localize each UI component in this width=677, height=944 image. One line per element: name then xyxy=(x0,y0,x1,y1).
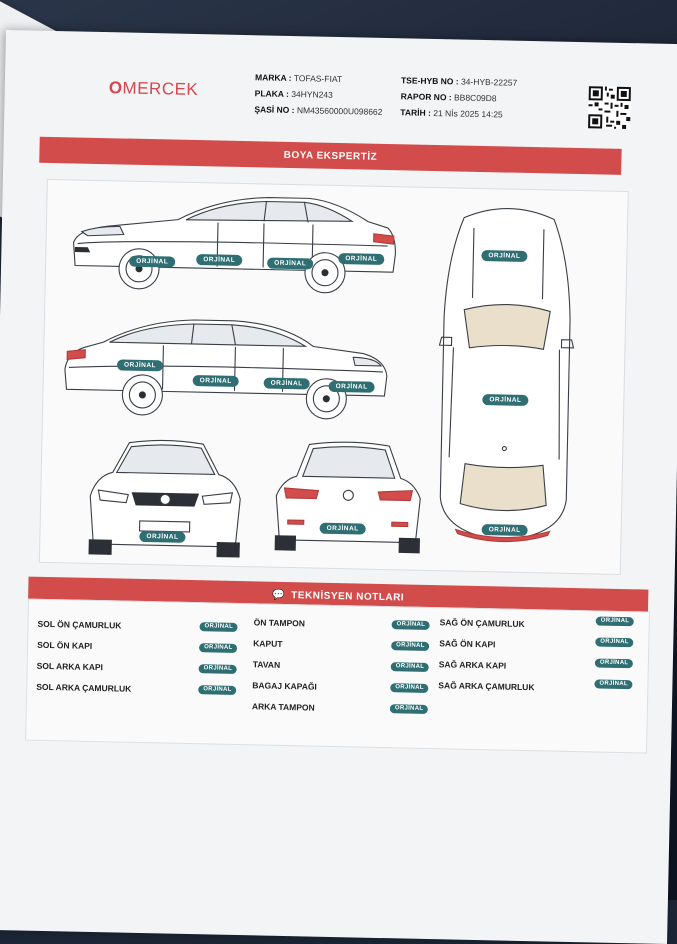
teknisyen-notlari-title: TEKNİSYEN NOTLARI xyxy=(291,589,405,603)
sasi-value: NM43560000U098662 xyxy=(296,105,383,117)
note-label-sol-arka-camurluk: SOL ARKA ÇAMURLUK xyxy=(36,681,132,694)
status-badge: ORJİNAL xyxy=(391,641,430,652)
header-left-block: MARKA : TOFAS-FIAT PLAKA : 34HYN243 ŞASİ… xyxy=(254,69,383,120)
status-badge: ORJİNAL xyxy=(594,679,633,690)
note-label-sag-arka-kapi: SAĞ ARKA KAPI xyxy=(438,659,507,671)
qr-code-icon xyxy=(588,86,631,130)
note-label-on-tampon: ÖN TAMPON xyxy=(253,617,306,629)
status-badge: ORJİNAL xyxy=(390,662,430,673)
plaka-label: PLAKA : xyxy=(254,88,289,99)
boya-ekspertiz-bar: BOYA EKSPERTİZ xyxy=(39,136,622,175)
status-badge: ORJİNAL xyxy=(198,685,237,695)
note-label-sol-on-kapi: SOL ÖN KAPI xyxy=(37,639,93,651)
tag-right-front-fender: ORJİNAL xyxy=(116,359,164,372)
header-right-block: TSE-HYB NO : 34-HYB-22257 RAPOR NO : BB8… xyxy=(400,72,517,122)
note-label-bagaj-kapagi: BAGAJ KAPAĞI xyxy=(252,680,317,692)
tse-value: 34-HYB-22257 xyxy=(460,76,518,88)
status-badge: ORJİNAL xyxy=(389,704,429,714)
status-badge: ORJİNAL xyxy=(594,658,634,669)
status-badge: ORJİNAL xyxy=(595,616,635,627)
note-label-tavan: TAVAN xyxy=(252,659,281,670)
note-label-kaput: KAPUT xyxy=(253,638,283,649)
tag-trunk-lid: ORJİNAL xyxy=(481,524,528,537)
note-label-sag-arka-camurluk: SAĞ ARKA ÇAMURLUK xyxy=(438,680,535,693)
chat-icon: 💬 xyxy=(272,589,286,601)
report-page: OMERCEK MARKA : TOFAS-FIAT PLAKA : 34HYN… xyxy=(20,38,650,754)
tag-front-bumper: ORJİNAL xyxy=(139,530,186,543)
car-right-side-view xyxy=(64,319,388,420)
tag-left-rear-fender: ORJİNAL xyxy=(129,255,176,268)
car-rear-view xyxy=(274,441,421,554)
status-badge: ORJİNAL xyxy=(390,683,429,693)
car-front-view xyxy=(88,439,241,558)
status-badge: ORJİNAL xyxy=(199,643,238,653)
tarih-value: 21 Nİs 2025 14:25 xyxy=(433,107,503,120)
tag-right-front-door: ORJİNAL xyxy=(192,374,239,387)
sasi-label: ŞASİ NO : xyxy=(254,104,295,116)
note-label-sag-on-kapi: SAĞ ÖN KAPI xyxy=(439,638,496,650)
tag-right-rear-door: ORJİNAL xyxy=(263,377,310,390)
car-top-view xyxy=(438,208,575,543)
note-label-arka-tampon: ARKA TAMPON xyxy=(251,701,315,713)
tag-hood: ORJİNAL xyxy=(481,250,528,262)
note-label-sag-on-camurluk: SAĞ ÖN ÇAMURLUK xyxy=(439,617,525,629)
tarih-label: TARİH : xyxy=(400,107,431,118)
rapor-label: RAPOR NO : xyxy=(400,91,452,103)
status-badge: ORJİNAL xyxy=(391,620,431,631)
note-label-sol-on-camurluk: SOL ÖN ÇAMURLUK xyxy=(37,618,122,631)
status-badge: ORJİNAL xyxy=(199,622,239,632)
tag-left-rear-door: ORJİNAL xyxy=(196,254,243,266)
note-label-sol-arka-kapi: SOL ARKA KAPI xyxy=(36,660,104,673)
status-badge: ORJİNAL xyxy=(198,664,238,674)
marka-label: MARKA : xyxy=(254,72,292,83)
tag-right-rear-fender: ORJİNAL xyxy=(328,380,375,393)
report-paper: OMERCEK MARKA : TOFAS-FIAT PLAKA : 34HYN… xyxy=(0,30,677,944)
rapor-value: BB8C09D8 xyxy=(453,92,497,104)
tse-label: TSE-HYB NO : xyxy=(400,75,459,87)
car-left-side-view xyxy=(73,196,396,294)
plaka-value: 34HYN243 xyxy=(291,88,333,100)
brand-logo: OMERCEK xyxy=(108,78,199,100)
tag-rear-bumper: ORJİNAL xyxy=(319,522,366,535)
boya-ekspertiz-title: BOYA EKSPERTİZ xyxy=(283,149,378,163)
status-badge: ORJİNAL xyxy=(595,637,634,648)
marka-value: TOFAS-FIAT xyxy=(293,73,343,85)
tag-left-front-fender: ORJİNAL xyxy=(338,253,385,265)
tag-roof: ORJİNAL xyxy=(482,394,529,407)
tag-left-front-door: ORJİNAL xyxy=(267,257,314,270)
